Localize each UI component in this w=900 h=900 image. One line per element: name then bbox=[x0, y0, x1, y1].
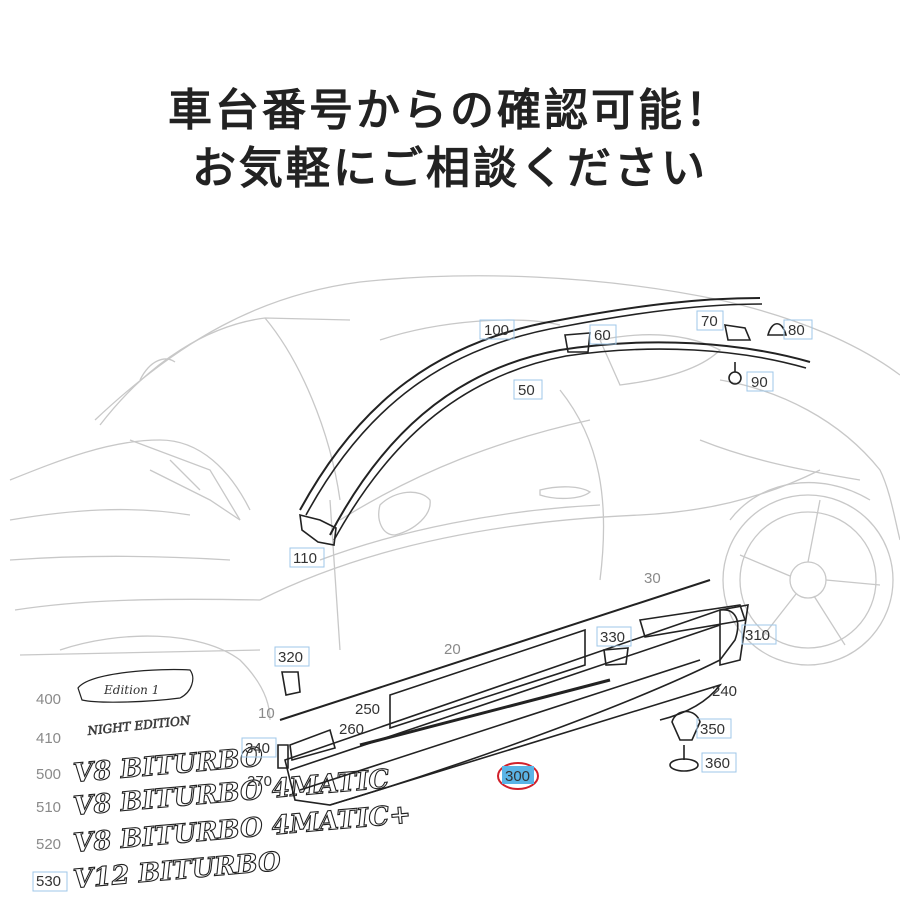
callout-70: 70 bbox=[701, 313, 718, 330]
highlight-ring-300 bbox=[497, 762, 539, 790]
callout-260: 260 bbox=[339, 721, 364, 738]
headline-line-1: 車台番号からの確認可能！ bbox=[168, 85, 732, 136]
callout-340: 340 bbox=[245, 740, 270, 757]
callout-90: 90 bbox=[751, 374, 768, 391]
emblem-number-510: 510 bbox=[36, 799, 61, 816]
parts bbox=[277, 297, 811, 806]
callout-240: 240 bbox=[712, 683, 737, 700]
callout-310: 310 bbox=[745, 627, 770, 644]
callout-250: 250 bbox=[355, 701, 380, 718]
callout-60: 60 bbox=[594, 327, 611, 344]
emblem-number-500: 500 bbox=[36, 766, 61, 783]
emblem-400: Edition 1 bbox=[77, 668, 194, 703]
callout-30: 30 bbox=[644, 570, 661, 587]
callout-330: 330 bbox=[600, 629, 625, 646]
callout-10: 10 bbox=[258, 705, 275, 722]
callout-270: 270 bbox=[247, 773, 272, 790]
callout-20: 20 bbox=[444, 641, 461, 658]
callout-50: 50 bbox=[518, 382, 535, 399]
headline-line-2: お気軽にご相談ください bbox=[191, 143, 709, 194]
emblem-400-text: Edition 1 bbox=[103, 683, 159, 697]
emblem-410-text: NIGHT EDITION bbox=[86, 713, 192, 738]
callout-80: 80 bbox=[788, 322, 805, 339]
callout-110: 110 bbox=[293, 550, 317, 567]
callout-360: 360 bbox=[705, 755, 730, 772]
callout-320: 320 bbox=[278, 649, 303, 666]
emblem-number-520: 520 bbox=[36, 836, 61, 853]
callout-350: 350 bbox=[700, 721, 725, 738]
callout-300: 300 bbox=[505, 768, 530, 785]
emblem-number-530: 530 bbox=[36, 873, 61, 890]
callout-labels: 100 60 70 80 50 90 110 30 20 330 310 320… bbox=[241, 310, 813, 790]
callout-100: 100 bbox=[484, 322, 509, 339]
emblem-number-410: 410 bbox=[36, 730, 61, 747]
emblem-number-400: 400 bbox=[36, 691, 61, 708]
car-outline bbox=[9, 275, 900, 721]
highlight-fill-300 bbox=[502, 766, 534, 784]
